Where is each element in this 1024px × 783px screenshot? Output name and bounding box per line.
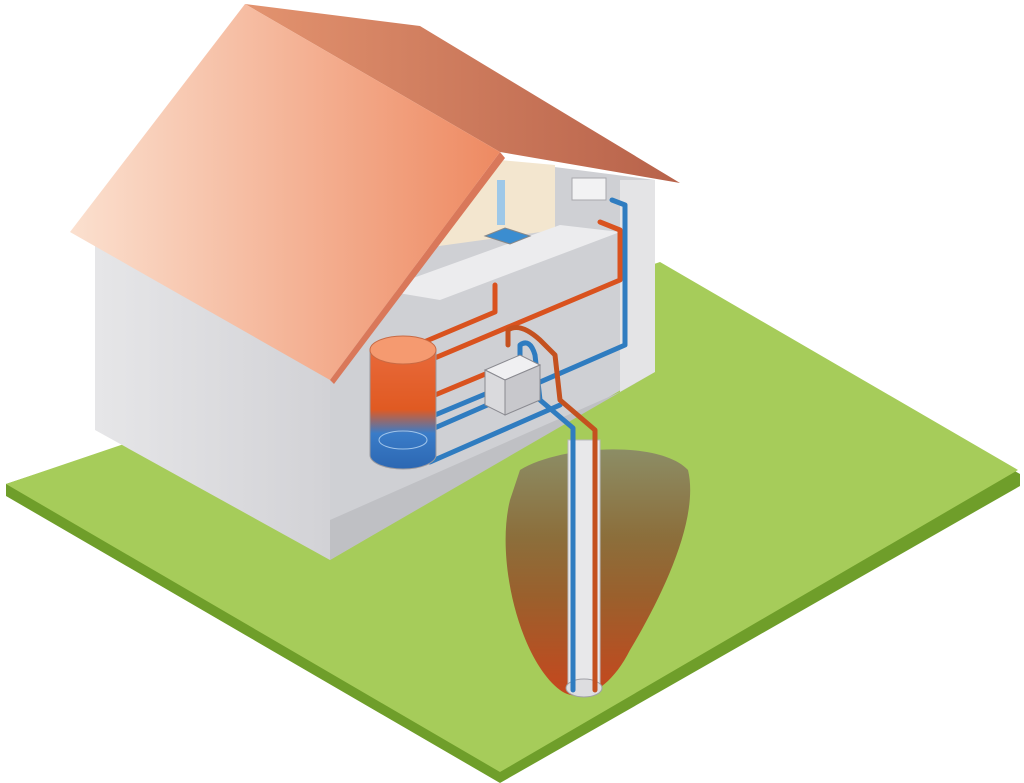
radiator	[571, 177, 607, 201]
house	[70, 4, 680, 693]
hot-water-tank	[369, 335, 437, 470]
house-cut-wall-right	[620, 180, 655, 392]
hot-pipe-shower	[402, 282, 498, 353]
hot-pipe-radiator	[427, 219, 623, 363]
shower	[497, 180, 505, 225]
shower-tray	[483, 227, 532, 245]
cold-pipe-tank-out	[427, 402, 563, 465]
roof-right-face	[245, 4, 680, 183]
upper-floor-slab	[380, 225, 620, 300]
roof-edge	[330, 152, 505, 384]
house-left-wall	[95, 240, 330, 560]
heat-pump-unit	[483, 354, 542, 416]
ground-floor	[330, 372, 655, 560]
ground-loop-hot	[505, 325, 598, 693]
roof-left-face	[70, 4, 500, 380]
